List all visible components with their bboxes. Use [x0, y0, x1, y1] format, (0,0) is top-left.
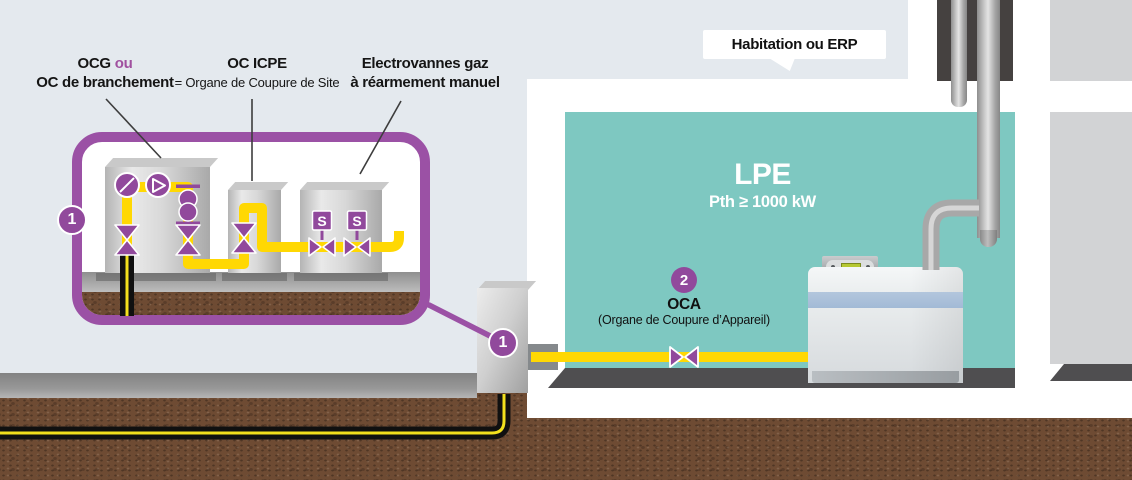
pressure-gauge-icon	[114, 172, 140, 198]
gas-meter-icon	[176, 184, 200, 225]
shutoff-valve-icon	[114, 222, 257, 256]
cabinet-shadow	[96, 273, 216, 281]
enclosure-gas-pipe	[122, 182, 404, 269]
solenoid-letter: S	[317, 213, 326, 229]
coffret-badge: 1	[488, 328, 518, 358]
oca-name: (Organe de Coupure d’Appareil)	[584, 313, 784, 327]
sidewalk-curb	[0, 373, 477, 398]
ocg-abbr: OCG	[77, 55, 111, 72]
underground-gas-pipe	[0, 394, 511, 440]
cabinet-shadow	[222, 273, 287, 281]
label-ocg-line2: OC de branchement	[36, 74, 174, 91]
oca-abbr-text: OCA	[667, 296, 701, 313]
flue-end-cap	[980, 230, 997, 247]
right-room-floor	[1050, 364, 1132, 381]
chimney-shaft	[937, 0, 1013, 81]
label-icpe: OC ICPE = Organe de Coupure de Site	[162, 54, 352, 92]
ocg-conjunction: ou	[114, 55, 133, 72]
cabinet3-electrovannes	[300, 190, 382, 273]
label-electrovannes-line1: Electrovannes gaz	[361, 55, 489, 72]
leader-lines	[105, 98, 402, 181]
oca-badge: 2	[671, 267, 697, 293]
cabinet-shadow	[294, 273, 388, 281]
room-title-text: LPE	[734, 158, 791, 191]
boiler-blue-band	[808, 292, 963, 308]
oca-name-text: (Organe de Coupure d’Appareil)	[598, 313, 770, 327]
right-room	[1050, 112, 1132, 364]
regulator-icon	[145, 172, 171, 198]
zone1-badge-label: 1	[67, 211, 77, 228]
room-title: LPE	[690, 158, 835, 192]
zone-connector-line	[426, 302, 501, 343]
solenoid-valve-icon: S S	[308, 210, 371, 257]
oca-valve-icon	[669, 346, 699, 368]
boiler-body	[808, 267, 963, 383]
building-bubble: Habitation ou ERP	[703, 30, 886, 59]
vent-pipe	[951, 0, 967, 107]
building-bubble-label: Habitation ou ERP	[731, 36, 858, 53]
label-icpe-line2: = Organe de Coupure de Site	[174, 75, 340, 90]
label-electrovannes: Electrovannes gaz à réarmement manuel	[345, 54, 505, 92]
room-power: Pth ≥ 1000 kW	[690, 193, 835, 212]
enclosure-soil	[82, 292, 420, 315]
oca-abbr: OCA	[610, 296, 758, 314]
solenoid-letter: S	[352, 213, 361, 229]
label-icpe-line1: OC ICPE	[227, 55, 287, 72]
coffret-badge-label: 1	[498, 334, 508, 351]
upper-room	[1050, 0, 1132, 81]
zone1-badge: 1	[57, 205, 87, 235]
label-electrovannes-line2: à réarmement manuel	[350, 74, 500, 91]
boiler-base	[812, 371, 959, 383]
room-power-text: Pth ≥ 1000 kW	[709, 193, 816, 211]
main-flue-pipe	[977, 0, 1000, 238]
flue-elbow	[922, 199, 979, 270]
oca-badge-label: 2	[679, 271, 689, 289]
